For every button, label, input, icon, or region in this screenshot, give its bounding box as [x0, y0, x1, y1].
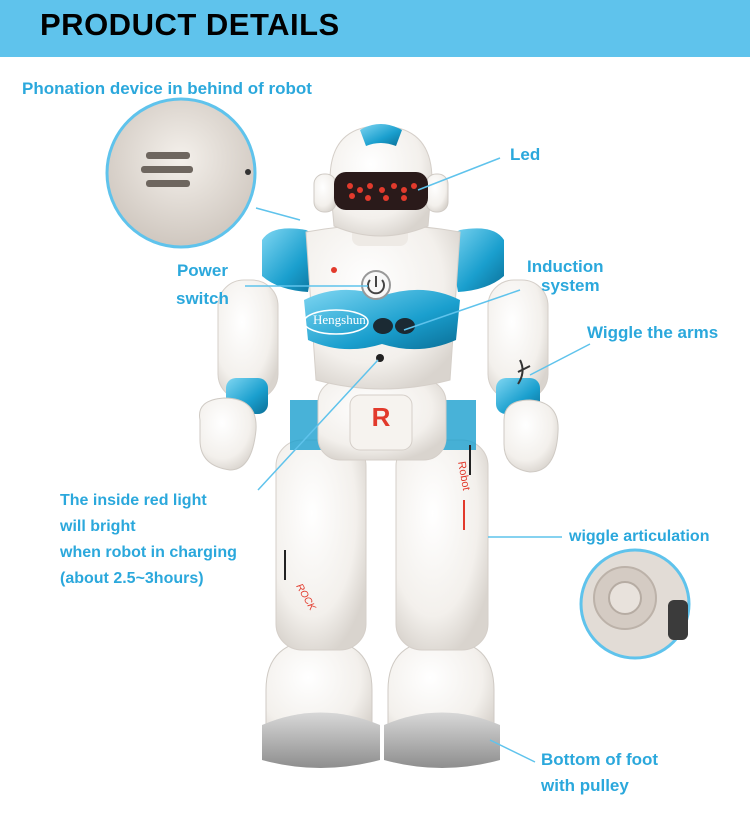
- label-wiggle-arms: Wiggle the arms: [587, 323, 719, 342]
- label-led: Led: [510, 145, 541, 164]
- robot-torso: [303, 224, 461, 390]
- label-phonation: Phonation device in behind of robot: [22, 79, 312, 98]
- brand-label: Hengshun: [313, 312, 366, 327]
- label-power-switch: Power switch: [176, 258, 229, 312]
- label-induction-line2: system: [541, 276, 600, 295]
- label-foot-line1: Bottom of foot: [541, 750, 659, 769]
- robot-arms: [199, 279, 559, 473]
- articulation-inset: [579, 548, 691, 660]
- leg-text-right: Robot: [455, 460, 472, 491]
- robot-shoulders: [262, 228, 504, 292]
- label-charging: The inside red light will bright when ro…: [60, 488, 237, 592]
- label-power-line2: switch: [176, 289, 229, 308]
- label-wiggle-articulation: wiggle articulation: [569, 528, 710, 545]
- page-title: PRODUCT DETAILS: [40, 7, 340, 42]
- label-foot-line2: with pulley: [541, 776, 629, 795]
- label-foot: Bottom of foot with pulley: [541, 747, 658, 799]
- label-charging-line2: will bright: [60, 518, 136, 535]
- header-banner: PRODUCT DETAILS: [0, 0, 750, 57]
- label-charging-line4: (about 2.5~3hours): [60, 570, 204, 587]
- chest-letter: R: [372, 402, 391, 432]
- robot-head: [313, 124, 449, 246]
- label-charging-line1: The inside red light: [60, 492, 207, 509]
- speaker-inset: [105, 97, 257, 249]
- label-power-line1: Power: [176, 261, 228, 280]
- label-charging-line3: when robot in charging: [60, 544, 237, 561]
- robot-feet: [262, 639, 500, 768]
- robot-hips: [317, 379, 447, 461]
- label-induction: Induction system: [527, 257, 603, 295]
- label-induction-line1: Induction: [527, 257, 604, 276]
- pointer-lines: [245, 157, 591, 763]
